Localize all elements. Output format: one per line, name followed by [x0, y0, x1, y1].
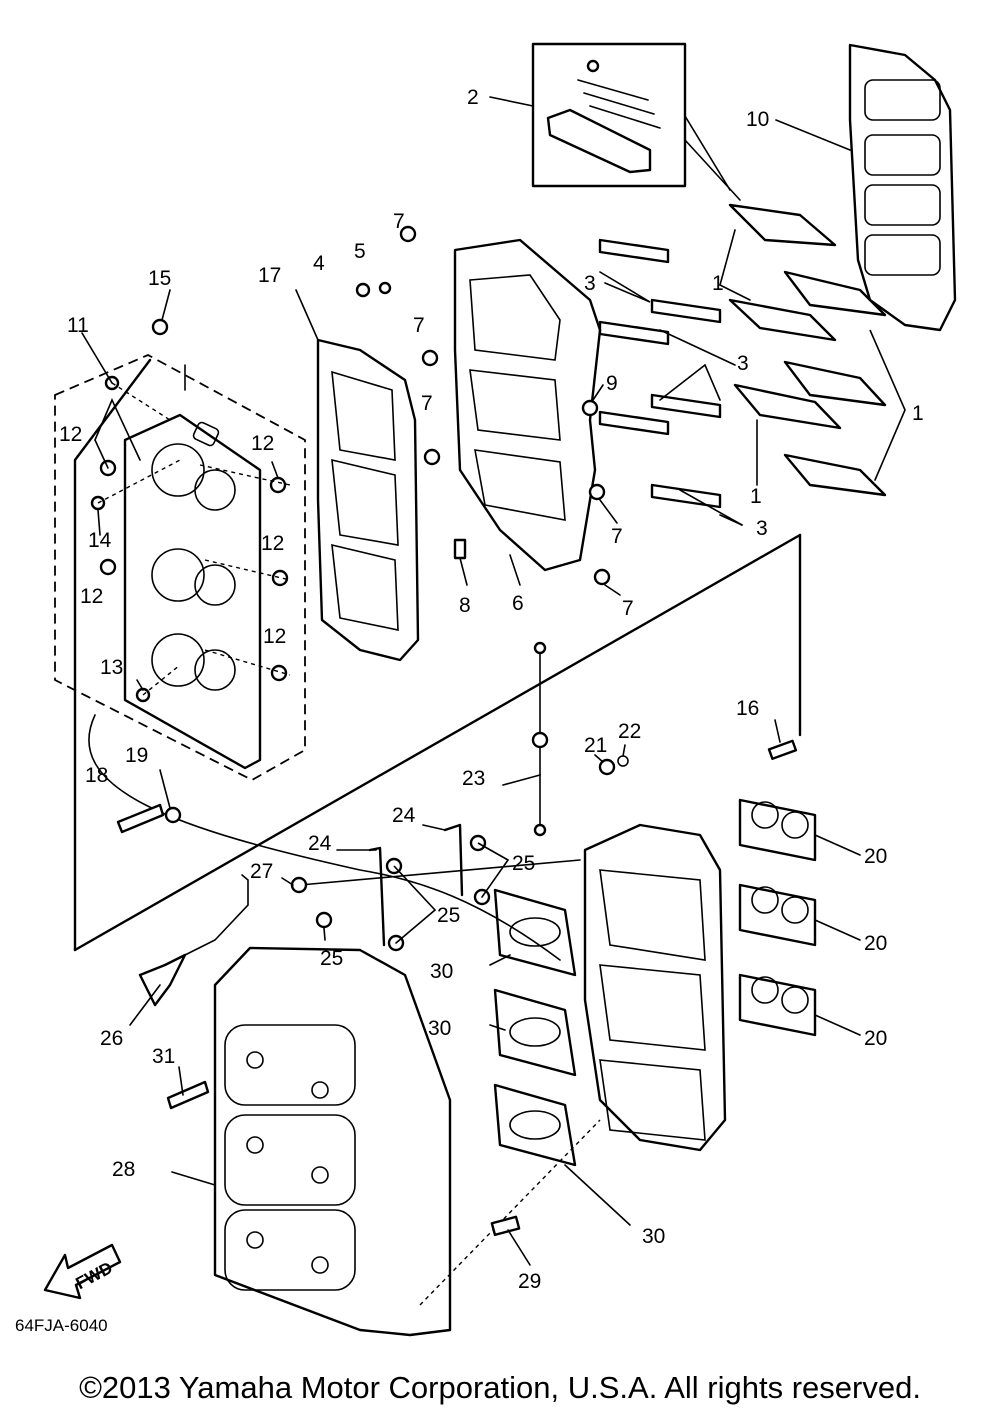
- callout-25: 25: [512, 852, 535, 875]
- callout-labels: 1 1 1 2 3 3 3 4 5 6 7 7 7 7 7 8 9 10 11 …: [59, 86, 924, 1293]
- callout-20: 20: [864, 932, 887, 955]
- intake-manifold: [583, 823, 727, 1152]
- callout-9: 9: [606, 372, 618, 395]
- callout-25: 25: [437, 904, 460, 927]
- callout-7: 7: [421, 392, 433, 415]
- fwd-arrow: FWD: [43, 1243, 122, 1300]
- callout-4: 4: [313, 252, 325, 275]
- callout-30: 30: [642, 1225, 665, 1248]
- callout-31: 31: [152, 1045, 175, 1068]
- reed-housing-6: [453, 238, 602, 572]
- callout-1: 1: [912, 402, 924, 425]
- callout-16: 16: [736, 697, 759, 720]
- silencer-cover-28: [213, 946, 452, 1337]
- hoses-and-links: [88, 641, 601, 1306]
- callout-29: 29: [518, 1270, 541, 1293]
- callout-24: 24: [392, 804, 416, 827]
- callout-15: 15: [148, 267, 171, 290]
- callout-20: 20: [864, 1027, 887, 1050]
- callout-7: 7: [622, 597, 634, 620]
- callout-13: 13: [100, 656, 123, 679]
- callout-3: 3: [756, 517, 768, 540]
- callout-7: 7: [413, 314, 425, 337]
- throttle-body-group: [54, 354, 306, 782]
- reed-valves-1: [728, 203, 887, 497]
- reed-detail-inset: [531, 42, 741, 201]
- callout-3: 3: [584, 272, 596, 295]
- callout-28: 28: [112, 1158, 135, 1181]
- callout-19: 19: [125, 744, 148, 767]
- callout-12: 12: [80, 585, 103, 608]
- gasket-17: [316, 338, 420, 662]
- callout-27: 27: [250, 860, 273, 883]
- callout-30: 30: [428, 1017, 451, 1040]
- callout-18: 18: [85, 764, 108, 787]
- callout-1: 1: [750, 485, 762, 508]
- callout-12: 12: [261, 532, 284, 555]
- callout-1: 1: [712, 272, 724, 295]
- callout-14: 14: [88, 529, 112, 552]
- callout-21: 21: [584, 734, 607, 757]
- callout-8: 8: [459, 594, 471, 617]
- callout-17: 17: [258, 264, 281, 287]
- callout-5: 5: [354, 240, 366, 263]
- callout-20: 20: [864, 845, 887, 868]
- callout-12: 12: [251, 432, 274, 455]
- callout-30: 30: [430, 960, 453, 983]
- callout-7: 7: [393, 210, 405, 233]
- gaskets-30: [493, 888, 577, 1167]
- callout-11: 11: [67, 314, 89, 337]
- gasket-10: [848, 43, 957, 332]
- callout-6: 6: [512, 592, 524, 615]
- callout-12: 12: [59, 423, 82, 446]
- callout-3: 3: [737, 352, 749, 375]
- copyright-notice: ©2013 Yamaha Motor Corporation, U.S.A. A…: [79, 1370, 921, 1405]
- callout-24: 24: [308, 832, 332, 855]
- callout-10: 10: [746, 108, 769, 131]
- drawing-code: 64FJA-6040: [15, 1316, 108, 1335]
- leader-lines: [81, 96, 906, 1266]
- callout-7: 7: [611, 525, 623, 548]
- callout-2: 2: [467, 86, 479, 109]
- callout-25: 25: [320, 947, 343, 970]
- callout-12: 12: [263, 625, 286, 648]
- reed-gaskets-3: [598, 238, 722, 509]
- fasteners: [116, 225, 798, 1237]
- assembly-boundary: [73, 358, 802, 952]
- callout-23: 23: [462, 767, 485, 790]
- callout-22: 22: [618, 720, 641, 743]
- gaskets-20: [738, 798, 817, 1037]
- callout-26: 26: [100, 1027, 123, 1050]
